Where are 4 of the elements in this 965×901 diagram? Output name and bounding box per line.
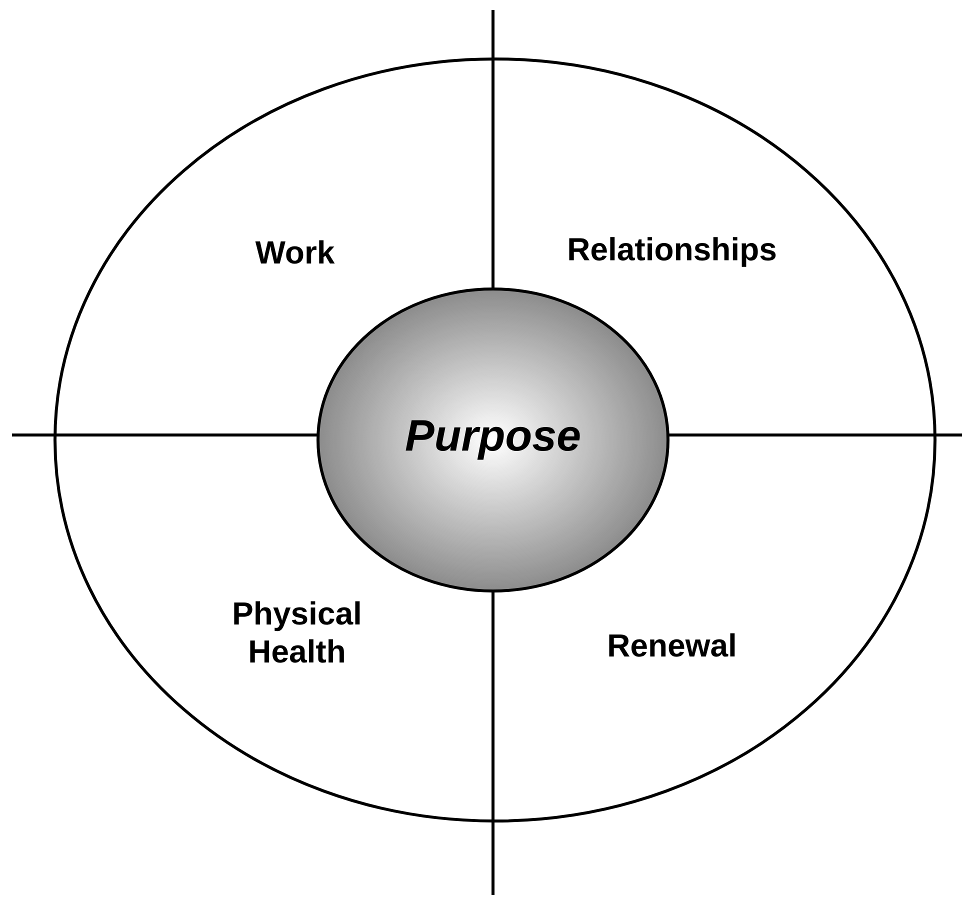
quadrant-label: Work — [255, 240, 335, 264]
quadrant-label: Renewal — [609, 633, 735, 657]
quadrant-label: Physical Health — [234, 601, 360, 663]
quadrant-label: Relationships — [569, 237, 776, 267]
